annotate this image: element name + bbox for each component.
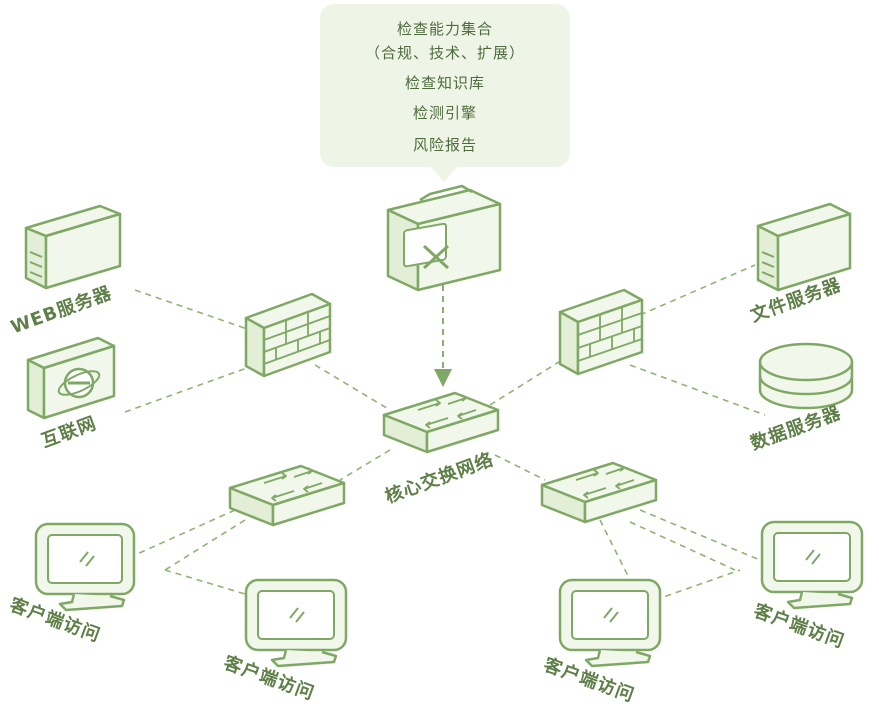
internet-icon	[26, 336, 116, 420]
firewall-left-icon	[244, 292, 332, 378]
link-web-firewall	[134, 289, 251, 331]
link-switch-client-1	[134, 509, 236, 556]
firewall-right-icon	[558, 288, 644, 376]
link-switch-client-2	[164, 519, 246, 571]
link-internet-firewall	[124, 364, 256, 413]
inspection-line-2: （合规、技术、扩展）	[364, 44, 525, 62]
file-server-icon	[756, 202, 852, 292]
database-icon	[758, 342, 854, 410]
link-firewall-core	[314, 364, 391, 411]
link-switch-client-3	[599, 519, 641, 601]
link-switch-client-4b	[629, 521, 736, 571]
client-monitor-1-icon	[34, 522, 136, 612]
link-firewall-db	[629, 364, 766, 416]
client-monitor-3-icon	[558, 578, 662, 668]
client-monitor-4-icon	[760, 520, 864, 610]
toolbox-icon	[386, 184, 502, 292]
link-firewall-file	[639, 264, 756, 316]
switch-right-icon	[540, 461, 658, 524]
switch-left-icon	[228, 464, 346, 527]
link-client3-bridge	[654, 569, 741, 601]
inspection-line-1: 检查能力集合	[396, 20, 493, 38]
inspection-line-3: 检查知识库	[404, 74, 485, 92]
inspection-line-4: 检测引擎	[412, 104, 477, 122]
web-server-icon	[24, 204, 122, 290]
link-core-switch-left	[339, 449, 391, 481]
link-switch-client-4a	[639, 509, 761, 561]
link-core-firewall-right	[489, 354, 571, 406]
core-switch-icon	[382, 391, 500, 454]
link-core-switch-right	[494, 454, 546, 481]
inspection-line-5: 风险报告	[412, 136, 477, 154]
inspection-callout	[320, 4, 570, 167]
inspection-callout-tail	[430, 166, 458, 182]
client-monitor-2-icon	[244, 578, 348, 668]
